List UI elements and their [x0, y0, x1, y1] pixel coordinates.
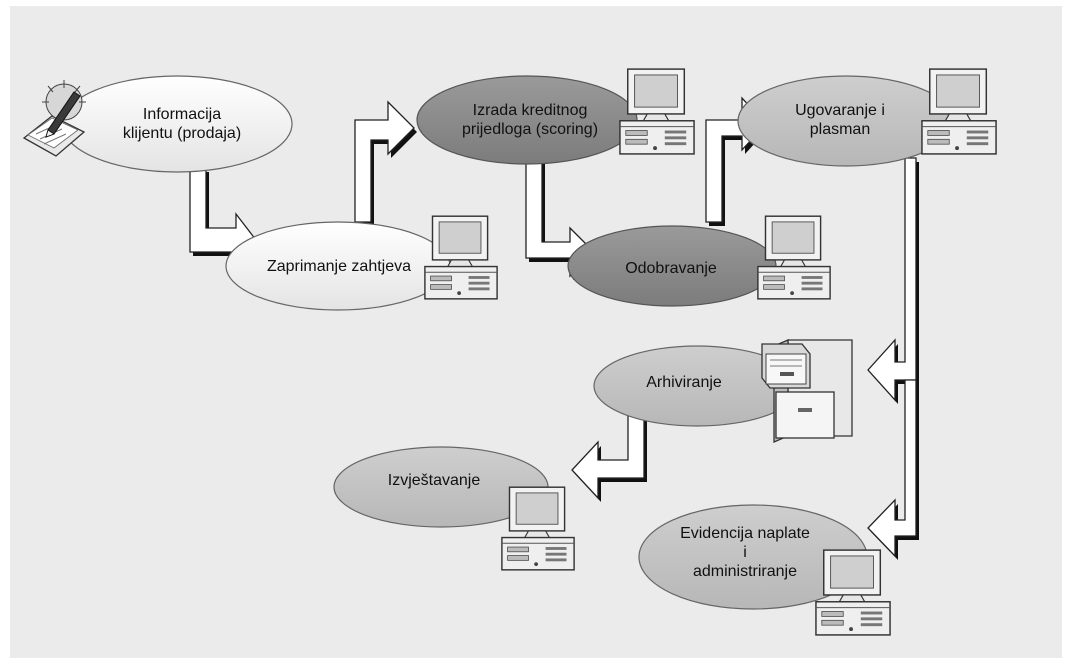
node-evidencija-line-3: administriranje: [692, 562, 798, 580]
computer-icon: [424, 215, 498, 300]
node-odobravanje-label: Odobravanje: [596, 254, 746, 282]
computer-icon: [921, 68, 997, 155]
arrow-arhiviranje-izvjestavanje: [571, 387, 647, 502]
node-ugovaranje-label: Ugovaranje i plasman: [770, 92, 910, 148]
node-izvjestavanje-label: Izvještavanje: [354, 466, 514, 494]
node-izrada-line-1: Izrada kreditnog: [472, 102, 588, 119]
arrow-ugovaranje-evidencija: [867, 379, 919, 560]
arrow-ugovaranje-arhiviranje: [867, 157, 919, 404]
node-informacija-line-1: Informacija: [142, 106, 222, 123]
node-zaprimanje-line-1: Zaprimanje zahtjeva: [266, 257, 412, 275]
computer-icon: [619, 68, 695, 155]
node-evidencija-label: Evidencija naplate i administriranje: [650, 514, 840, 590]
node-izvjestavanje-line-1: Izvještavanje: [387, 471, 481, 489]
node-arhiviranje-line-1: Arhiviranje: [646, 373, 722, 391]
node-evidencija-line-2: i: [743, 543, 747, 561]
pen-document-icon: [22, 80, 86, 157]
filing-cabinet-icon: [761, 339, 853, 443]
node-ugovaranje-line-1: Ugovaranje i: [795, 102, 885, 119]
node-zaprimanje-label: Zaprimanje zahtjeva: [244, 252, 434, 280]
node-izrada-label: Izrada kreditnog prijedloga (scoring): [440, 92, 620, 148]
arrow-zaprimanje-izrada: [354, 100, 417, 226]
node-izrada-ellipse: [416, 75, 638, 165]
node-informacija-line-2: klijentu (prodaja): [122, 125, 242, 142]
computer-icon: [501, 486, 575, 571]
node-evidencija-line-1: Evidencija naplate: [680, 524, 810, 542]
computer-icon: [757, 215, 831, 300]
node-arhiviranje-label: Arhiviranje: [614, 368, 754, 396]
node-informacija-label: Informacija klijentu (prodaja): [92, 96, 272, 152]
node-ugovaranje-line-2: plasman: [809, 121, 871, 138]
node-izrada-line-2: prijedloga (scoring): [461, 121, 599, 138]
node-odobravanje-line-1: Odobravanje: [625, 259, 717, 277]
